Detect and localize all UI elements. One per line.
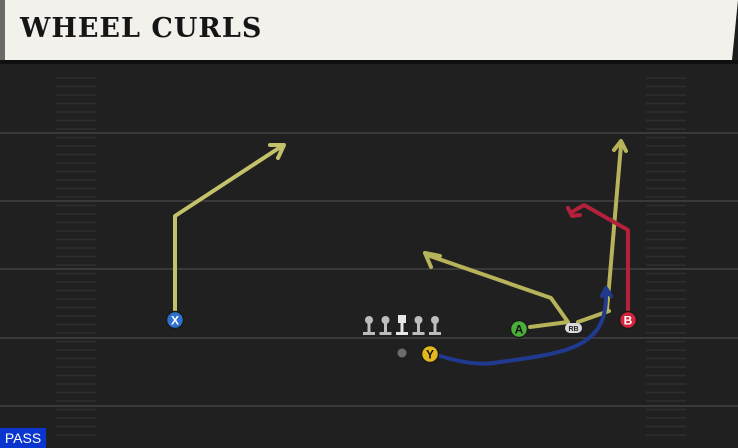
rb-label: RB xyxy=(568,326,578,333)
play-type-badge: PASS xyxy=(0,428,46,448)
lineman xyxy=(429,316,441,335)
title-fold-corner xyxy=(732,0,738,60)
player-y[interactable]: Y xyxy=(420,344,440,364)
hash-marks-right xyxy=(646,77,686,436)
player-x-label: X xyxy=(171,314,179,328)
player-a[interactable]: A xyxy=(509,319,529,339)
quarterback-marker xyxy=(397,348,407,358)
offensive-line xyxy=(363,315,441,335)
center-lineman xyxy=(396,315,408,335)
hash-marks-left xyxy=(56,77,96,436)
playbook-field: RB X A B Y xyxy=(0,64,738,448)
player-b[interactable]: B xyxy=(618,310,638,330)
title-shadow xyxy=(0,60,738,64)
title-banner: WHEEL CURLS xyxy=(0,0,738,60)
a-route xyxy=(423,251,570,329)
player-x[interactable]: X xyxy=(165,310,185,330)
player-b-label: B xyxy=(624,314,633,328)
lineman xyxy=(379,316,392,335)
play-diagram: RB X A B Y xyxy=(0,77,738,436)
title-accent-stripe xyxy=(0,0,5,60)
slot-vertical-route xyxy=(605,139,628,312)
y-route xyxy=(438,286,613,366)
player-y-label: Y xyxy=(426,348,434,362)
rb-badge: RB xyxy=(565,323,582,333)
lineman xyxy=(412,316,425,335)
player-a-label: A xyxy=(515,323,524,337)
play-title: WHEEL CURLS xyxy=(20,13,263,44)
lineman xyxy=(363,316,375,335)
b-route xyxy=(566,203,630,314)
x-route xyxy=(173,143,286,320)
